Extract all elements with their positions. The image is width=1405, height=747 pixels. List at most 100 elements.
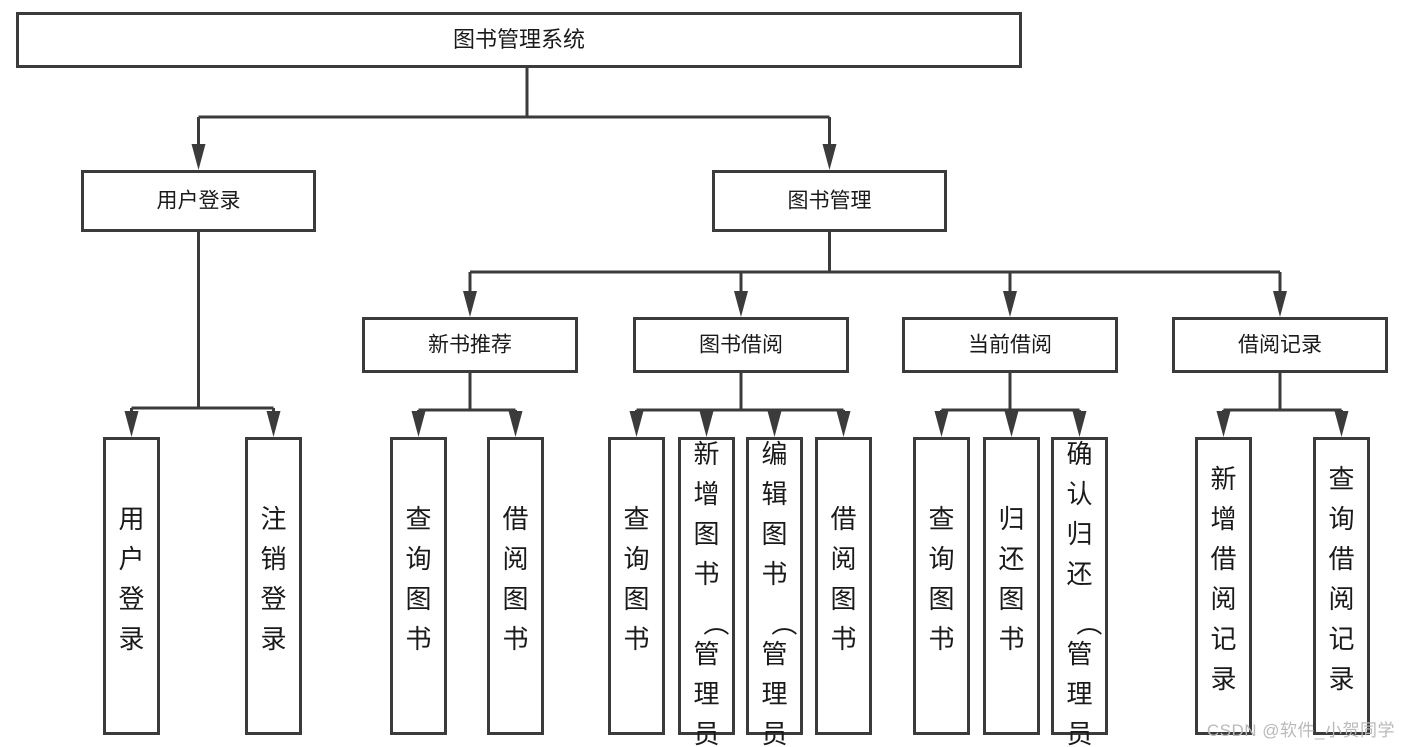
leaf-node-box-1[interactable] xyxy=(245,437,302,735)
svg-text:归: 归 xyxy=(998,504,1024,534)
level1-node-box-1[interactable] xyxy=(712,170,947,232)
svg-text:书: 书 xyxy=(623,624,649,654)
arrow-down-icon xyxy=(629,411,644,437)
svg-text:图: 图 xyxy=(693,519,719,549)
svg-text:员: 员 xyxy=(693,719,719,747)
svg-text:户: 户 xyxy=(118,544,144,574)
svg-text:借: 借 xyxy=(502,504,528,534)
svg-text:图: 图 xyxy=(761,519,787,549)
leaf-node-box-3[interactable] xyxy=(487,437,544,735)
level2-node-label-1: 图书借阅 xyxy=(699,334,783,357)
svg-text:登: 登 xyxy=(260,584,286,614)
svg-text:录: 录 xyxy=(260,624,286,654)
arrow-down-icon xyxy=(1004,411,1019,437)
root-node-box[interactable] xyxy=(16,12,1022,68)
svg-text:录: 录 xyxy=(1210,664,1236,694)
level2-node-box-3[interactable] xyxy=(1172,317,1388,373)
leaf-node-box-4[interactable] xyxy=(608,437,665,735)
svg-text:确: 确 xyxy=(1066,439,1092,469)
svg-text:阅: 阅 xyxy=(1210,584,1236,614)
svg-text:图: 图 xyxy=(405,584,431,614)
level2-node-box-0[interactable] xyxy=(362,317,578,373)
svg-text:询: 询 xyxy=(623,544,649,574)
svg-text:阅: 阅 xyxy=(830,544,856,574)
svg-text:借: 借 xyxy=(830,504,856,534)
leaf-node-box-2[interactable] xyxy=(390,437,447,735)
leaf-node-box-12[interactable] xyxy=(1313,437,1370,735)
arrow-down-icon xyxy=(508,411,523,437)
svg-text:询: 询 xyxy=(405,544,431,574)
level2-node-label-3: 借阅记录 xyxy=(1238,334,1322,357)
arrow-down-icon xyxy=(1003,291,1017,317)
svg-text:（: （ xyxy=(701,610,731,636)
level1-node-label-1: 图书管理 xyxy=(788,190,872,213)
svg-text:增: 增 xyxy=(693,479,719,509)
svg-text:记: 记 xyxy=(1210,624,1236,654)
arrow-down-icon xyxy=(411,411,426,437)
leaf-node-box-5[interactable] xyxy=(678,437,735,735)
level1-node-box-0[interactable] xyxy=(81,170,316,232)
svg-text:注: 注 xyxy=(260,504,286,534)
arrow-down-icon xyxy=(124,411,139,437)
svg-text:管: 管 xyxy=(761,639,787,669)
level1-node-label-0: 用户登录 xyxy=(157,190,241,213)
leaf-node-box-0[interactable] xyxy=(103,437,160,735)
svg-text:认: 认 xyxy=(1066,479,1092,509)
svg-text:理: 理 xyxy=(761,679,787,709)
svg-text:还: 还 xyxy=(998,544,1024,574)
arrow-down-icon xyxy=(836,411,851,437)
leaf-node-box-9[interactable] xyxy=(983,437,1040,735)
svg-text:新: 新 xyxy=(1210,464,1236,494)
level2-node-label-0: 新书推荐 xyxy=(428,334,512,357)
svg-text:书: 书 xyxy=(693,559,719,589)
svg-text:查: 查 xyxy=(405,504,431,534)
svg-text:归: 归 xyxy=(1066,519,1092,549)
leaf-node-box-10[interactable] xyxy=(1051,437,1108,735)
svg-text:记: 记 xyxy=(1328,624,1354,654)
arrow-down-icon xyxy=(699,411,714,437)
svg-text:阅: 阅 xyxy=(502,544,528,574)
level2-node-box-1[interactable] xyxy=(633,317,849,373)
svg-text:辑: 辑 xyxy=(761,479,787,509)
svg-text:管: 管 xyxy=(693,639,719,669)
svg-text:图: 图 xyxy=(623,584,649,614)
arrow-down-icon xyxy=(1072,411,1087,437)
leaf-node-box-6[interactable] xyxy=(746,437,803,735)
arrow-down-icon xyxy=(734,291,748,317)
boxes-layer xyxy=(16,12,1388,735)
leaf-node-box-11[interactable] xyxy=(1195,437,1252,735)
svg-text:询: 询 xyxy=(928,544,954,574)
svg-text:查: 查 xyxy=(623,504,649,534)
arrow-down-icon xyxy=(463,291,477,317)
leaf-node-label-0: 用户登录 xyxy=(118,504,144,654)
arrow-down-icon xyxy=(1334,411,1349,437)
svg-text:书: 书 xyxy=(405,624,431,654)
svg-text:增: 增 xyxy=(1210,504,1236,534)
arrow-down-icon xyxy=(1273,291,1287,317)
svg-text:图: 图 xyxy=(830,584,856,614)
svg-text:理: 理 xyxy=(1066,679,1092,709)
leaf-node-box-7[interactable] xyxy=(815,437,872,735)
svg-text:询: 询 xyxy=(1328,504,1354,534)
svg-text:录: 录 xyxy=(118,624,144,654)
svg-text:借: 借 xyxy=(1328,544,1354,574)
svg-text:书: 书 xyxy=(928,624,954,654)
level2-node-box-2[interactable] xyxy=(902,317,1118,373)
svg-text:用: 用 xyxy=(118,504,144,534)
svg-text:图: 图 xyxy=(998,584,1024,614)
leaf-node-box-8[interactable] xyxy=(913,437,970,735)
svg-text:登: 登 xyxy=(118,584,144,614)
connectors-layer xyxy=(124,68,1349,437)
